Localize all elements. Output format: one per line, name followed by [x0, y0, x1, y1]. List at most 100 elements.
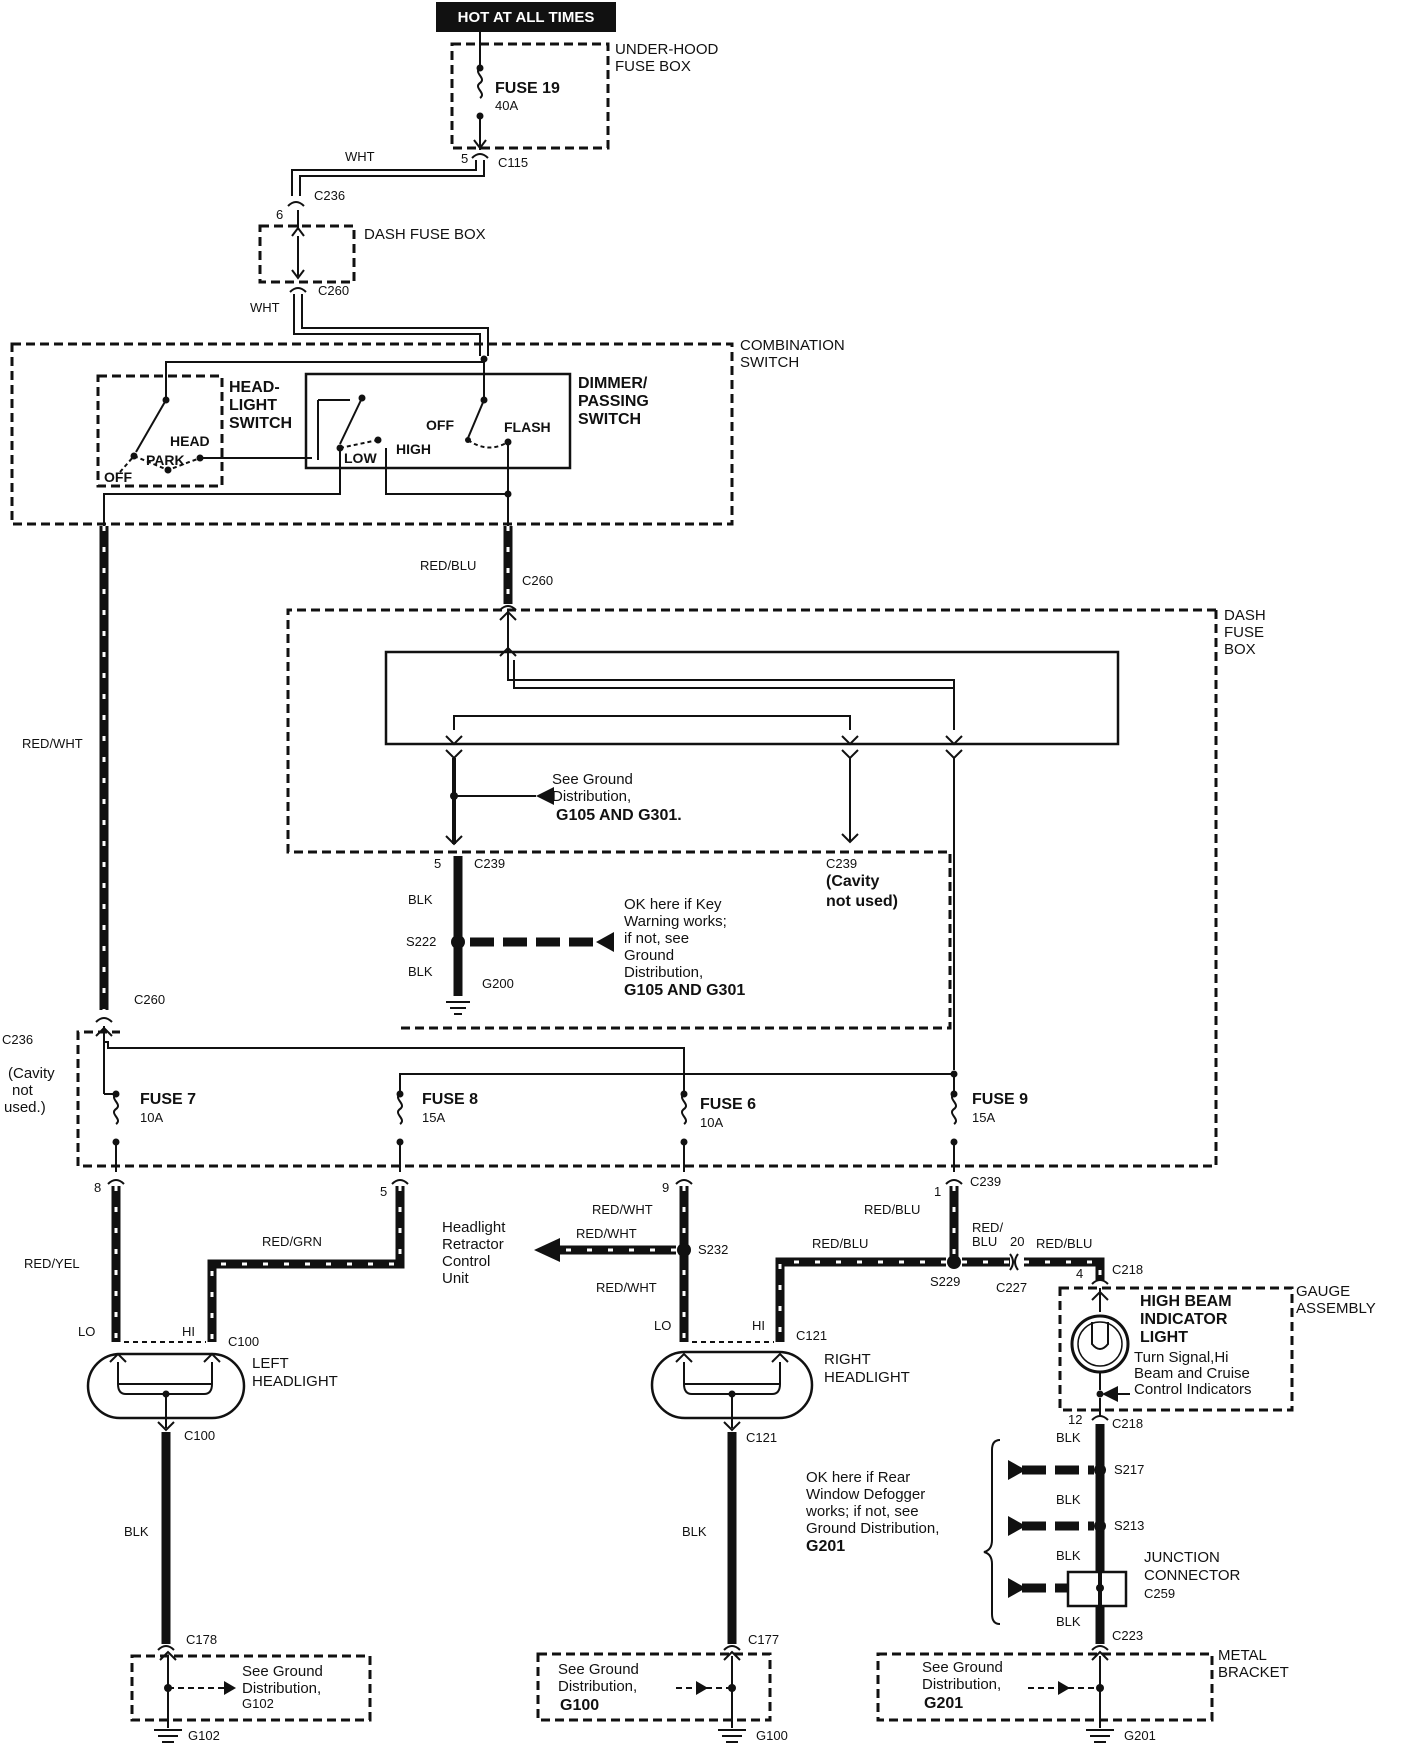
- high-beam-bulb-icon: [1070, 1314, 1130, 1374]
- dash-fuse-relay-block: [384, 650, 1120, 746]
- g201-note-1: See Ground: [922, 1659, 1003, 1676]
- dash-fuse-top-label: DASH FUSE BOX: [364, 226, 486, 243]
- ground-g200-icon: [446, 1001, 470, 1015]
- c100-bottom-label: C100: [184, 1428, 215, 1443]
- retractor-arrow: [534, 1238, 560, 1262]
- headlight-switch-blade: [135, 399, 167, 453]
- fuse19-rating: 40A: [495, 98, 518, 113]
- dimmer-label-1: DIMMER/: [578, 375, 648, 392]
- pin-5-c239: 5: [434, 856, 441, 871]
- g200-label: G200: [482, 976, 514, 991]
- defogger-4: Ground Distribution,: [806, 1520, 939, 1537]
- fuse6: [680, 1090, 688, 1172]
- fuse19-element: [477, 67, 483, 99]
- c260-mid-label: C260: [522, 573, 553, 588]
- high-beam-2: INDICATOR: [1140, 1311, 1228, 1328]
- defogger-2: Window Defogger: [806, 1486, 925, 1503]
- wire-blk-4: BLK: [682, 1524, 707, 1539]
- defogger-1: OK here if Rear: [806, 1469, 910, 1486]
- fuse8-rating: 15A: [422, 1110, 445, 1125]
- gauge-assembly-box: [1058, 1286, 1294, 1412]
- wire-red-blu-1: RED/BLU: [420, 558, 476, 573]
- c260-top-label: C260: [318, 283, 349, 298]
- defogger-5: G201: [806, 1538, 845, 1555]
- hi-left: HI: [182, 1324, 195, 1339]
- fuse7-rating: 10A: [140, 1110, 163, 1125]
- turn-signal-3: Control Indicators: [1134, 1381, 1252, 1398]
- wire-blk-6: BLK: [1056, 1492, 1081, 1507]
- pin-5-c115: 5: [461, 151, 468, 166]
- wire-red-blu-3: RED/BLU: [812, 1236, 868, 1251]
- cavity-c239: C239: [826, 856, 857, 871]
- c259-label: C259: [1144, 1586, 1175, 1601]
- ground-g102-icon: [154, 1729, 182, 1743]
- note-key-3: if not, see: [624, 930, 689, 947]
- retractor-1: Headlight: [442, 1219, 506, 1236]
- headlight-switch-label-2: LIGHT: [229, 397, 277, 414]
- pin-6-c236: 6: [276, 207, 283, 222]
- pin-8: 8: [94, 1180, 101, 1195]
- cavity-c239-2: (Cavity: [826, 873, 879, 890]
- splice-s222: [451, 935, 465, 949]
- metal-bracket-2: BRACKET: [1218, 1664, 1289, 1681]
- pin-20: 20: [1010, 1234, 1024, 1249]
- fuse9: [950, 1090, 958, 1172]
- right-headlight-label-1: RIGHT: [824, 1351, 871, 1368]
- headlight-switch-label-1: HEAD-: [229, 379, 280, 396]
- dimmer-label-2: PASSING: [578, 393, 649, 410]
- pos-off-dimmer: OFF: [426, 417, 454, 433]
- pin-9: 9: [662, 1180, 669, 1195]
- wire-blk-3: BLK: [124, 1524, 149, 1539]
- c177-label: C177: [748, 1632, 779, 1647]
- ground-box-g100: [536, 1652, 772, 1722]
- lo-right: LO: [654, 1318, 671, 1333]
- combination-switch-box: [10, 342, 734, 526]
- splice-s229: [947, 1255, 961, 1269]
- c260-lower-label: C260: [134, 992, 165, 1007]
- pin-12: 12: [1068, 1412, 1082, 1427]
- g201-label: G201: [1124, 1728, 1156, 1743]
- c100-top-label: C100: [228, 1334, 259, 1349]
- c239-label-2: C239: [970, 1174, 1001, 1189]
- hi-right: HI: [752, 1318, 765, 1333]
- junction-label-1: JUNCTION: [1144, 1549, 1220, 1566]
- note-g105-2: Distribution,: [552, 788, 631, 805]
- s213-label: S213: [1114, 1518, 1144, 1533]
- wire-blk-8: BLK: [1056, 1614, 1081, 1629]
- wire-red-yel: RED/YEL: [24, 1256, 80, 1271]
- fuse8-name: FUSE 8: [422, 1091, 478, 1108]
- note-key-1: OK here if Key: [624, 896, 722, 913]
- dash-fuse-box-upper: [286, 608, 1216, 1030]
- defogger-brace: [983, 1439, 1001, 1625]
- pos-high: HIGH: [396, 441, 431, 457]
- dimmer-blade: [339, 397, 363, 445]
- underhood-fuse-box: [450, 42, 610, 150]
- turn-signal-1: Turn Signal,Hi: [1134, 1349, 1228, 1366]
- wire-red-blu-4: RED/BLU: [1036, 1236, 1092, 1251]
- splice-s232: [677, 1243, 691, 1257]
- g201-note-3: G201: [924, 1695, 963, 1712]
- fuse7-name: FUSE 7: [140, 1091, 196, 1108]
- g100-note-1: See Ground: [558, 1661, 639, 1678]
- c223-label: C223: [1112, 1628, 1143, 1643]
- defogger-3: works; if not, see: [805, 1503, 919, 1520]
- s217-label: S217: [1114, 1462, 1144, 1477]
- pos-park: PARK: [146, 452, 185, 468]
- high-beam-1: HIGH BEAM: [1140, 1293, 1232, 1310]
- wire-blk-7: BLK: [1056, 1548, 1081, 1563]
- c218-label-2: C218: [1112, 1416, 1143, 1431]
- retractor-4: Unit: [442, 1270, 470, 1287]
- underhood-label-2: FUSE BOX: [615, 58, 691, 75]
- c115-label: C115: [498, 155, 528, 170]
- g102-note-1: See Ground: [242, 1663, 323, 1680]
- wire-red-wht-4: RED/WHT: [596, 1280, 657, 1295]
- c236-lower-label: C236: [2, 1032, 33, 1047]
- fuse9-name: FUSE 9: [972, 1091, 1028, 1108]
- underhood-label-1: UNDER-HOOD: [615, 41, 718, 58]
- fuse7: [112, 1090, 120, 1172]
- ground-box-g102: [130, 1654, 372, 1722]
- s229-label: S229: [930, 1274, 960, 1289]
- wire-blk-1: BLK: [408, 892, 433, 907]
- cavity-c236-1: (Cavity: [8, 1065, 55, 1082]
